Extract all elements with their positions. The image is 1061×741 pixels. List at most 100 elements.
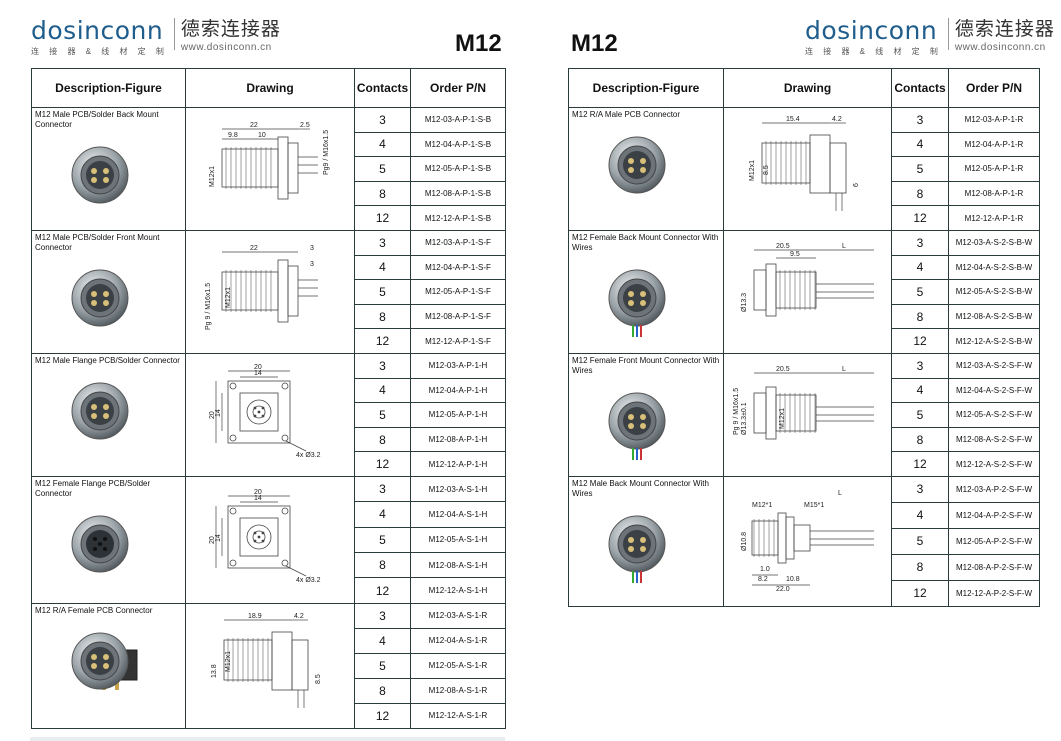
dimension-label: 22 <box>250 245 258 252</box>
order-pn-cell: M12-12-A-S-1-R <box>410 702 506 729</box>
dimension-label: 3 <box>310 245 314 252</box>
contacts-cell: 5 <box>354 652 411 679</box>
order-pn-cell: M12-03-A-P-1-R <box>948 107 1040 133</box>
product-description-cell: M12 Female Back Mount Connector With Wir… <box>568 229 724 354</box>
dimension-label: 18.9 <box>248 613 262 620</box>
brand-website: www.dosinconn.cn <box>954 42 1046 53</box>
product-table-left: Description-Figure Drawing Contacts Orde… <box>31 68 506 729</box>
col-header-contacts: Contacts <box>891 68 949 108</box>
table-header-row: Description-Figure Drawing Contacts Orde… <box>568 68 1040 108</box>
dimension-label: 9.5 <box>790 251 800 258</box>
product-title: M12 R/A Male PCB Connector <box>572 110 681 119</box>
table-row: M12 Male PCB/Solder Front Mount Connecto… <box>31 229 506 354</box>
dimension-label: M12x1 <box>225 287 232 308</box>
dimension-label: Pg9 / M16x1.5 <box>323 130 330 175</box>
contacts-cell: 12 <box>354 205 411 231</box>
order-pn-cell: M12-03-A-S-2-S-F-W <box>948 352 1040 379</box>
dimension-label: M12x1 <box>209 166 216 187</box>
product-photo-wrapper <box>35 370 183 450</box>
contacts-cell: 8 <box>354 180 411 207</box>
dimension-label: M12x1 <box>225 651 232 672</box>
dimension-label: 20.5 <box>776 366 790 373</box>
dimension-label: 14 <box>254 370 262 377</box>
order-pn-cell: M12-12-A-P-1-R <box>948 205 1040 231</box>
order-pn-cell: M12-04-A-S-2-S-F-W <box>948 377 1040 404</box>
order-pn-cell: M12-04-A-S-1-H <box>410 501 506 528</box>
dimension-label: 20 <box>254 489 262 496</box>
dimension-label: 14 <box>215 409 222 417</box>
product-photo <box>71 146 129 204</box>
contacts-cell: 12 <box>891 451 949 477</box>
order-pn-cell: M12-03-A-P-1-S-F <box>410 229 506 256</box>
contacts-cell: 4 <box>354 501 411 528</box>
brand-name: dosinconn <box>31 16 164 45</box>
order-pn-cell: M12-03-A-P-1-H <box>410 352 506 379</box>
contacts-cell: 8 <box>354 426 411 453</box>
order-pn-cell: M12-08-A-S-2-S-F-W <box>948 426 1040 453</box>
brand-logo: dosinconn 连 接 器 & 线 材 定 制 德索连接器 www.dosi… <box>805 18 1055 57</box>
col-header-order-pn: Order P/N <box>948 68 1040 108</box>
dimension-label: 4.2 <box>832 116 842 123</box>
contacts-cell: 4 <box>354 131 411 158</box>
dimension-label: 14 <box>215 534 222 542</box>
order-pn-cell: M12-12-A-S-2-S-B-W <box>948 328 1040 354</box>
product-description-cell: M12 Female Flange PCB/Solder Connector <box>31 475 186 604</box>
dimension-label: 1.0 <box>760 566 770 573</box>
dimension-label: M15*1 <box>804 502 824 509</box>
footer-strip <box>30 737 505 741</box>
dimension-label: 4x Ø3.2 <box>296 577 321 584</box>
contacts-cell: 3 <box>891 229 949 256</box>
dimension-label: 20 <box>209 411 216 419</box>
order-pn-cell: M12-05-A-P-1-S-F <box>410 279 506 305</box>
order-pn-cell: M12-12-A-P-2-S-F-W <box>948 579 1040 607</box>
dimension-label: Pg 9 / M16x1.5 <box>205 283 212 330</box>
order-pn-cell: M12-04-A-S-2-S-B-W <box>948 254 1040 281</box>
product-description-cell: M12 Male PCB/Solder Back Mount Connector <box>31 107 186 231</box>
product-title: M12 Female Flange PCB/Solder Connector <box>35 478 151 498</box>
dimension-label: 8.5 <box>315 674 322 684</box>
contacts-cell: 3 <box>354 602 411 629</box>
col-header-description: Description-Figure <box>568 68 724 108</box>
brand-name: dosinconn <box>805 16 938 45</box>
contacts-cell: 4 <box>891 131 949 158</box>
dimension-label: Ø10.8 <box>741 532 748 551</box>
order-pn-cell: M12-05-A-S-2-S-F-W <box>948 402 1040 428</box>
contacts-cell: 5 <box>354 279 411 305</box>
order-pn-cell: M12-12-A-P-1-S-F <box>410 328 506 354</box>
product-description-cell: M12 Male Back Mount Connector With Wires <box>568 475 724 607</box>
contacts-cell: 5 <box>354 156 411 182</box>
order-pn-cell: M12-08-A-S-1-R <box>410 677 506 704</box>
dimension-label: 22.0 <box>776 586 790 593</box>
contacts-cell: 4 <box>891 377 949 404</box>
dimension-label: L <box>842 243 846 250</box>
table-row: M12 Male PCB/Solder Back Mount Connector… <box>31 107 506 231</box>
contacts-cell: 8 <box>354 303 411 330</box>
product-description-cell: M12 Female Front Mount Connector With Wi… <box>568 352 724 477</box>
order-pn-cell: M12-12-A-S-2-S-F-W <box>948 451 1040 477</box>
col-header-order-pn: Order P/N <box>410 68 506 108</box>
dimension-label: 8.5 <box>763 165 770 175</box>
product-photo-wrapper <box>35 503 183 583</box>
product-title: M12 Female Front Mount Connector With Wi… <box>572 355 720 375</box>
contacts-cell: 12 <box>354 451 411 477</box>
brand-chinese-name: 德索连接器 <box>180 18 281 40</box>
dimension-label: 20 <box>254 364 262 371</box>
dimension-label: 9.8 <box>228 132 238 139</box>
dimension-label: 6 <box>853 183 860 187</box>
order-pn-cell: M12-05-A-P-1-R <box>948 156 1040 182</box>
product-photo <box>71 632 138 690</box>
contacts-cell: 3 <box>891 107 949 133</box>
